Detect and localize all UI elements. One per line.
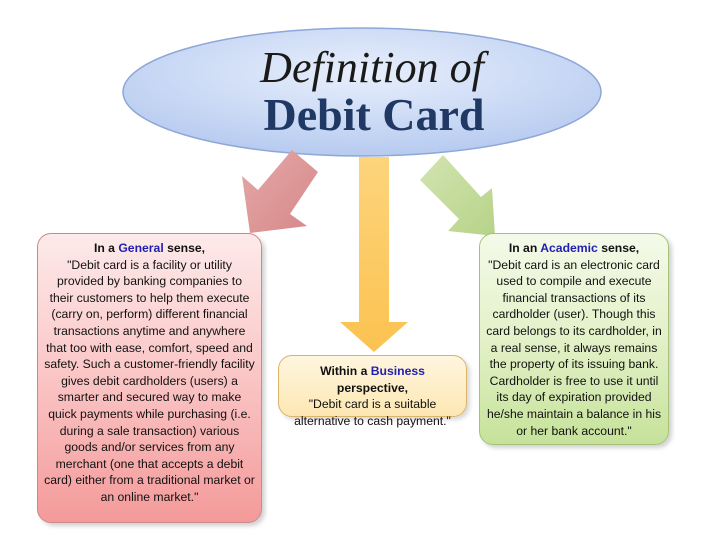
left-arrow [242,150,318,233]
general-sense-box: In a General sense, "Debit card is a fac… [37,233,262,523]
academic-heading: In an Academic sense, [485,240,663,257]
academic-heading-pre: In an [508,241,541,255]
academic-heading-post: sense, [597,241,640,255]
title-ellipse [122,27,602,157]
title-line-2: Debit Card [263,89,484,140]
general-heading-pre: In a [93,241,119,255]
business-definition-text: "Debit card is a suitable alternative to… [294,397,451,428]
general-heading: In a General sense, [44,240,255,257]
business-keyword: Business [370,364,425,378]
academic-keyword: Academic [540,241,598,255]
business-heading: Within a Business perspective, [283,363,462,396]
right-arrow [420,155,495,236]
center-arrow [340,157,408,352]
business-heading-post: perspective, [336,380,409,395]
business-perspective-box: Within a Business perspective, "Debit ca… [278,355,467,428]
general-heading-post: sense, [163,241,206,255]
general-definition-text: "Debit card is a facility or utility pro… [44,257,255,504]
academic-sense-box: In an Academic sense, "Debit card is an … [479,233,669,445]
business-heading-pre: Within a [320,364,371,378]
general-keyword: General [118,241,164,255]
academic-definition-text: "Debit card is an electronic card used t… [486,257,662,438]
title-line-1: Definition of [259,43,489,92]
